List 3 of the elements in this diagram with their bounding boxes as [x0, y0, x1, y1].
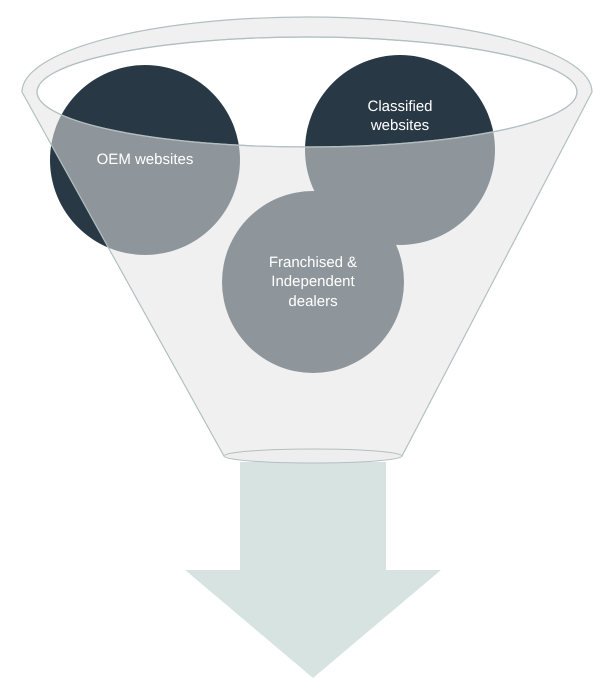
- circle-label: Classified websites: [366, 96, 434, 136]
- circle-label: OEM websites: [96, 150, 194, 170]
- circle-label: Franchised & Independent dealers: [268, 252, 358, 312]
